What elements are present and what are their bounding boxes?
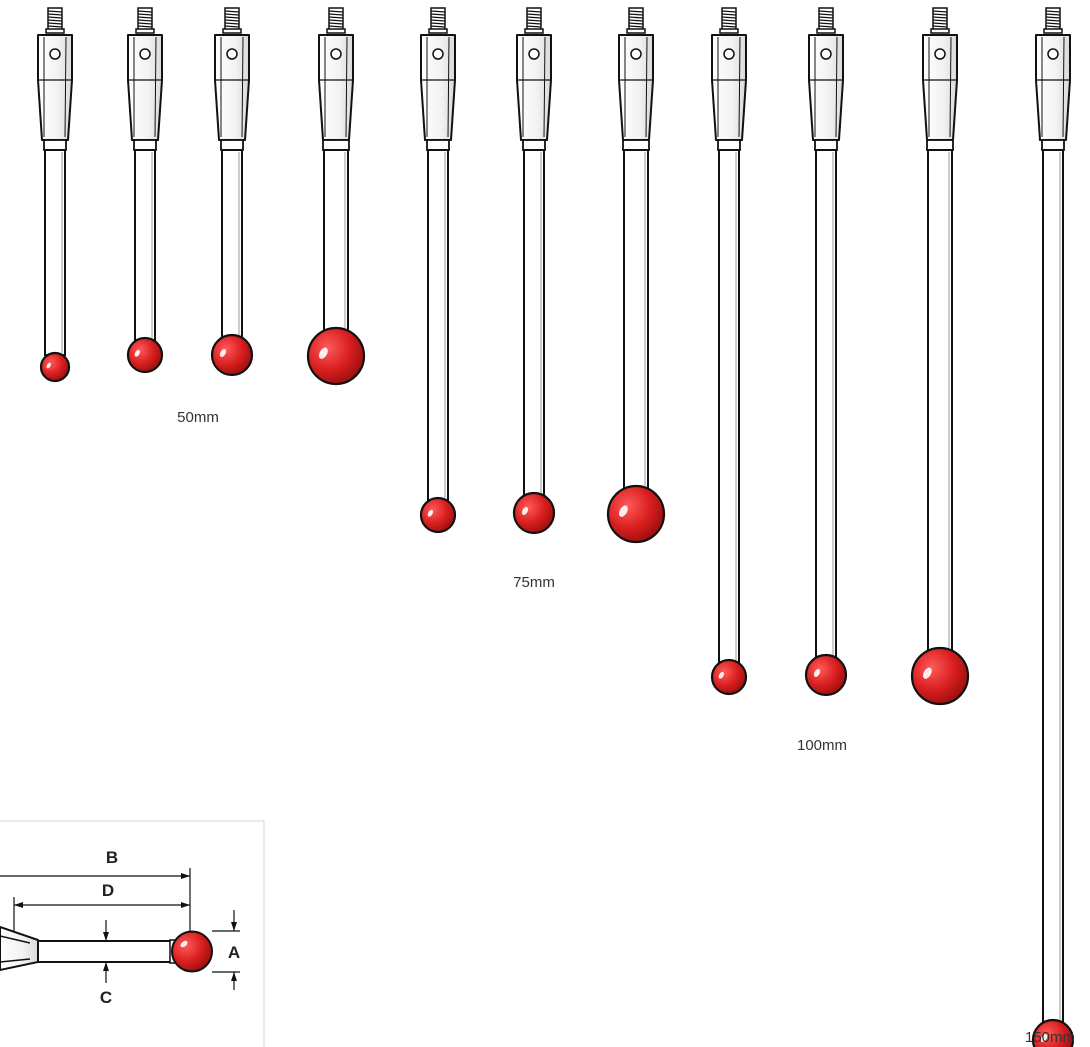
stylus-ball-highlight xyxy=(521,506,529,516)
stylus-cross-hole xyxy=(432,48,444,60)
stylus-ball-highlight xyxy=(46,362,51,369)
stylus-ball-highlight xyxy=(219,348,227,358)
stylus-cross-hole xyxy=(330,48,342,60)
stylus-ball-highlight xyxy=(427,509,434,517)
dim-label-c: C xyxy=(100,988,112,1007)
stylus-ball-highlight xyxy=(318,347,328,359)
panel-frame xyxy=(0,820,265,1047)
stylus-stem xyxy=(927,149,953,651)
stylus-ball xyxy=(126,336,164,374)
stylus-2 xyxy=(126,7,164,374)
stylus-ball-highlight xyxy=(618,505,628,517)
stylus-stem xyxy=(623,149,649,489)
dimension-detail-panel: B D A C xyxy=(0,820,265,1047)
stylus-cross-hole xyxy=(934,48,946,60)
group-label-75mm: 75mm xyxy=(513,574,555,591)
stylus-ball-highlight xyxy=(1040,1033,1048,1043)
stylus-cross-hole xyxy=(820,48,832,60)
stylus-ball xyxy=(910,646,970,706)
stylus-cross-hole xyxy=(226,48,238,60)
detail-stylus-stem xyxy=(37,940,173,963)
stylus-3 xyxy=(210,7,254,377)
group-label-150mm: 150mm xyxy=(1025,1029,1075,1046)
stylus-cross-hole xyxy=(630,48,642,60)
stylus-ball xyxy=(512,491,556,535)
group-label-50mm: 50mm xyxy=(177,409,219,426)
stylus-ball xyxy=(804,653,848,697)
stylus-9 xyxy=(804,7,848,697)
stylus-ball xyxy=(606,484,666,544)
stylus-ball-highlight xyxy=(922,667,932,679)
stylus-cross-hole xyxy=(49,48,61,60)
stylus-5 xyxy=(419,7,457,534)
dim-label-d: D xyxy=(102,881,114,900)
stylus-ball-highlight xyxy=(718,671,725,679)
stylus-ball-highlight xyxy=(134,349,141,357)
dim-label-a: A xyxy=(228,943,240,962)
stylus-ball-highlight xyxy=(813,668,821,678)
stylus-10 xyxy=(910,7,970,706)
dim-label-b: B xyxy=(106,848,118,867)
stylus-cross-hole xyxy=(1047,48,1059,60)
stylus-7 xyxy=(606,7,666,544)
stylus-ball xyxy=(210,333,254,377)
stylus-cross-hole xyxy=(139,48,151,60)
stylus-ball xyxy=(39,351,71,383)
stylus-11 xyxy=(1031,7,1075,1047)
stylus-8 xyxy=(710,7,748,696)
stylus-4 xyxy=(306,7,366,386)
stylus-cross-hole xyxy=(528,48,540,60)
stylus-ball xyxy=(419,496,457,534)
stylus-set xyxy=(37,7,1075,1047)
detail-stylus-ball xyxy=(171,930,213,973)
stylus-1 xyxy=(37,7,73,383)
stylus-ball xyxy=(306,326,366,386)
stylus-cross-hole xyxy=(723,48,735,60)
stylus-stem xyxy=(323,149,349,331)
stylus-ball xyxy=(710,658,748,696)
group-label-100mm: 100mm xyxy=(797,737,847,754)
stylus-6 xyxy=(512,7,556,535)
